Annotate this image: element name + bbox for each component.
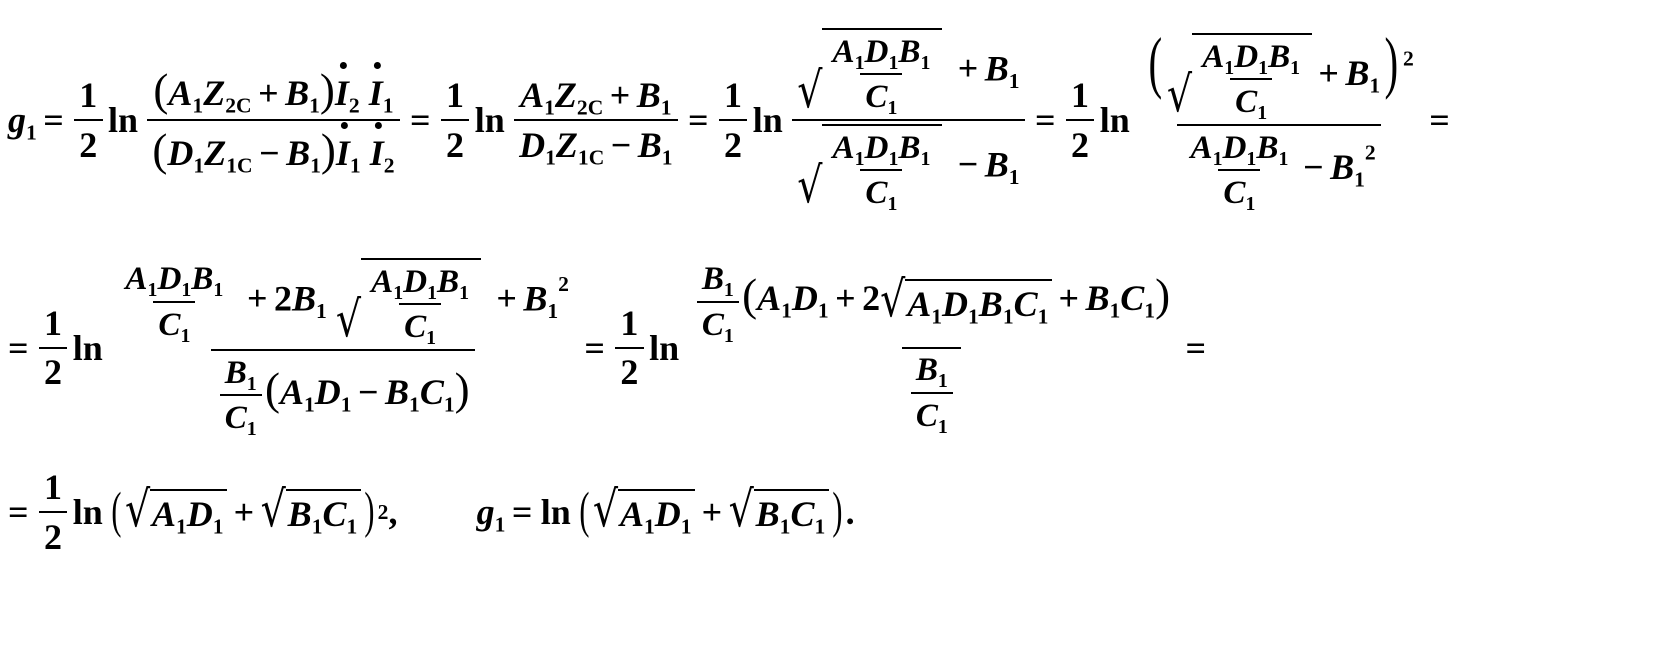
ln-operator: ln — [72, 327, 103, 368]
equals: = — [8, 327, 29, 368]
sqrt-expression: √A1D1 — [593, 485, 696, 538]
sqrt-expression: √A1D1B1C1 — [880, 275, 1053, 328]
sqrt-expression: √B1C1 — [261, 485, 361, 538]
equals: = — [1429, 100, 1450, 140]
sqrt-expression: √A1D1 — [125, 485, 228, 538]
period: . — [845, 492, 855, 532]
ln-operator: ln — [474, 100, 505, 140]
comma: , — [388, 492, 398, 532]
fraction-current-ratio: (A1Z2C+B1)I2 I1 (D1Z1C−B1)I1 I2 — [147, 64, 400, 176]
ln-operator: ln — [1099, 100, 1130, 140]
equals: = — [511, 492, 533, 532]
ln-operator: ln — [108, 100, 139, 140]
ln-operator: ln — [72, 492, 103, 532]
g1-symbol: g1 — [476, 492, 506, 537]
g1-symbol: g1 — [8, 100, 37, 145]
ln-operator: ln — [540, 492, 571, 532]
equals: = — [584, 327, 605, 368]
ln-operator: ln — [752, 100, 783, 140]
fraction-impedance: A1Z2C+B1 D1Z1C−B1 — [513, 74, 678, 168]
equals: = — [1185, 327, 1207, 368]
equals: = — [688, 100, 709, 140]
sqrt-expression: √B1C1 — [729, 485, 829, 538]
ln-operator: ln — [649, 327, 680, 368]
equals: = — [1034, 100, 1056, 140]
equals: = — [8, 492, 29, 532]
equals: = — [409, 100, 431, 140]
equals: = — [43, 100, 64, 140]
